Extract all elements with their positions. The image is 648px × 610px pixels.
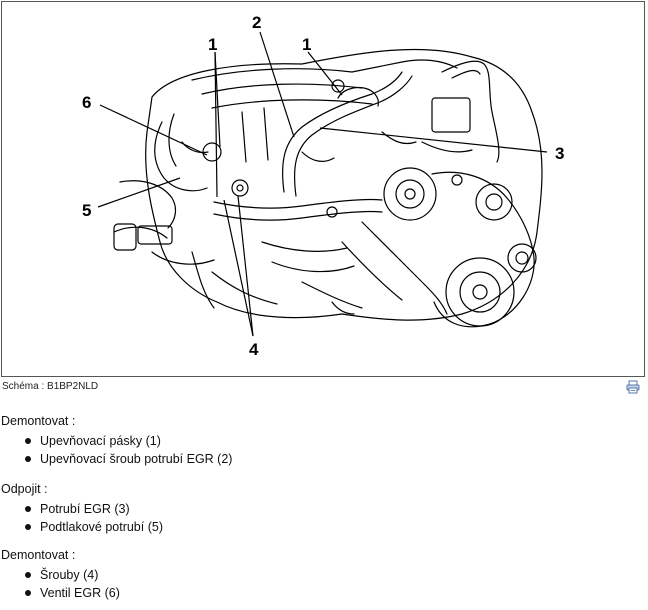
list-item-text: Ventil EGR (6) — [40, 586, 120, 600]
callout-6: 6 — [82, 93, 91, 112]
bullet-icon — [25, 572, 31, 578]
instruction-list: Šrouby (4) Ventil EGR (6) — [1, 566, 641, 602]
instruction-section-remove-1: Demontovat : Upevňovací pásky (1) Upevňo… — [1, 412, 641, 468]
list-item: Upevňovací pásky (1) — [1, 432, 641, 450]
list-item-text: Potrubí EGR (3) — [40, 502, 130, 516]
engine-diagram-frame: 1 1 2 3 4 5 6 — [1, 1, 645, 377]
figure-caption: Schéma : B1BP2NLD — [2, 381, 99, 392]
list-item-text: Upevňovací šroub potrubí EGR (2) — [40, 452, 233, 466]
instruction-section-disconnect: Odpojit : Potrubí EGR (3) Podtlakové pot… — [1, 480, 641, 536]
list-item-text: Podtlakové potrubí (5) — [40, 520, 163, 534]
callout-3: 3 — [555, 144, 564, 163]
callout-1-right: 1 — [302, 35, 311, 54]
bullet-icon — [25, 456, 31, 462]
callout-4: 4 — [249, 340, 259, 359]
engine-line-drawing: 1 1 2 3 4 5 6 — [82, 13, 564, 359]
callout-5: 5 — [82, 201, 91, 220]
callout-1-left: 1 — [208, 35, 217, 54]
engine-outline — [113, 48, 543, 328]
list-item: Podtlakové potrubí (5) — [1, 518, 641, 536]
list-item: Upevňovací šroub potrubí EGR (2) — [1, 450, 641, 468]
printer-icon[interactable] — [626, 380, 640, 394]
list-item: Šrouby (4) — [1, 566, 641, 584]
instruction-list: Upevňovací pásky (1) Upevňovací šroub po… — [1, 432, 641, 468]
bullet-icon — [25, 438, 31, 444]
section-heading: Odpojit : — [1, 482, 48, 496]
list-item-text: Šrouby (4) — [40, 568, 99, 582]
bullet-icon — [25, 524, 31, 530]
list-item-text: Upevňovací pásky (1) — [40, 434, 161, 448]
bullet-icon — [25, 590, 31, 596]
instruction-section-remove-2: Demontovat : Šrouby (4) Ventil EGR (6) — [1, 546, 641, 602]
list-item: Potrubí EGR (3) — [1, 500, 641, 518]
callout-2: 2 — [252, 13, 261, 32]
section-heading: Demontovat : — [1, 548, 76, 562]
bullet-icon — [25, 506, 31, 512]
instruction-list: Potrubí EGR (3) Podtlakové potrubí (5) — [1, 500, 641, 536]
figure-caption-row: Schéma : B1BP2NLD — [2, 380, 644, 396]
callout-leader-lines — [97, 31, 548, 337]
section-heading: Demontovat : — [1, 414, 76, 428]
list-item: Ventil EGR (6) — [1, 584, 641, 602]
